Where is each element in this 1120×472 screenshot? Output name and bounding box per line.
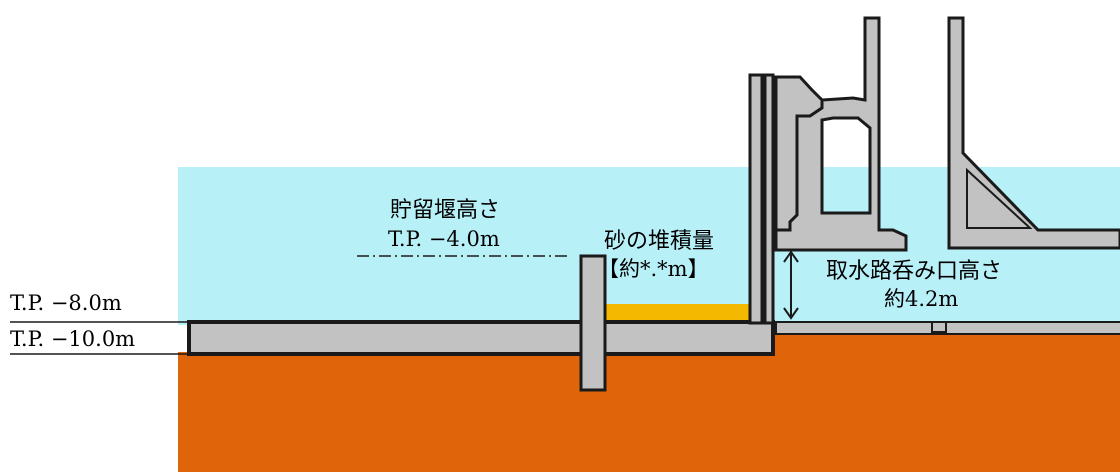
- foundation-slab: [187, 320, 775, 356]
- sheet-wall-inner: [763, 73, 775, 325]
- intake-channel-soil: [772, 332, 1120, 354]
- right-wall-structure: [947, 16, 1120, 250]
- level-lower-label: T.P. −10.0m: [10, 327, 135, 351]
- sand-title: 砂の堆積量: [604, 229, 714, 254]
- level-upper-label: T.P. −8.0m: [10, 291, 122, 315]
- intake-channel-floor: [775, 321, 1120, 335]
- right-wall-buttress: [966, 167, 1033, 229]
- storage-weir: [579, 254, 607, 392]
- seabed-soil: [178, 352, 1120, 472]
- sand-deposit: [605, 304, 757, 322]
- weir-height-title: 貯留堰高さ: [390, 198, 500, 223]
- channel-u-structure: [774, 16, 908, 252]
- intake-height-arrowhead-top: [783, 250, 799, 263]
- sheet-wall-outer: [748, 73, 764, 325]
- sand-value: 【約*.*m】: [598, 257, 709, 281]
- intake-floor-notch: [931, 321, 947, 333]
- intake-height-arrowhead-bottom: [783, 307, 799, 320]
- intake-height-value: 約4.2m: [884, 287, 958, 311]
- intake-height-title: 取水路呑み口高さ: [826, 259, 1002, 284]
- weir-height-value: T.P. −4.0m: [388, 227, 500, 251]
